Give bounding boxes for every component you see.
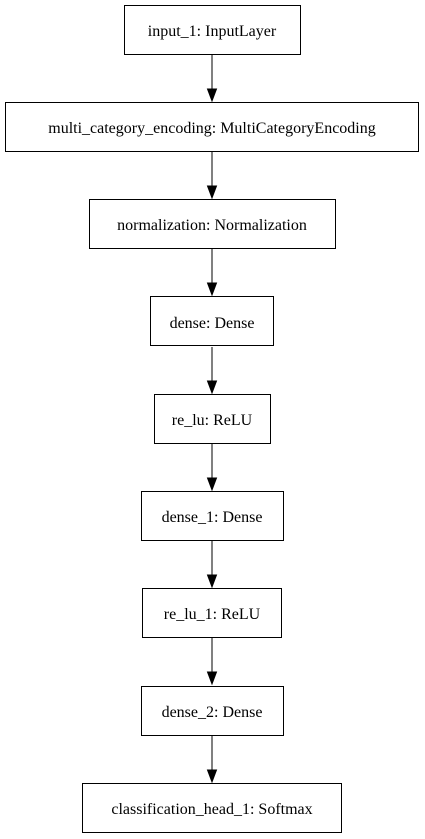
node-re-lu-1: re_lu_1: ReLU bbox=[142, 588, 282, 638]
node-dense-label: dense: Dense bbox=[170, 315, 255, 332]
edge-re-lu-to-dense-1 bbox=[206, 444, 218, 492]
node-normalization: normalization: Normalization bbox=[89, 199, 336, 249]
node-multi-category-encoding-label: multi_category_encoding: MultiCategoryEn… bbox=[48, 120, 375, 137]
edge-multi-category-encoding-to-normalization bbox=[206, 152, 218, 200]
node-dense-1: dense_1: Dense bbox=[141, 491, 284, 541]
edge-dense-2-to-classification-head-1 bbox=[206, 736, 218, 784]
node-dense-1-label: dense_1: Dense bbox=[162, 509, 263, 526]
node-dense-2: dense_2: Dense bbox=[141, 686, 284, 736]
node-input-1-label: input_1: InputLayer bbox=[148, 23, 277, 40]
edge-input-to-multi-category-encoding bbox=[206, 55, 218, 103]
edge-dense-to-re-lu bbox=[206, 347, 218, 395]
edge-dense-1-to-re-lu-1 bbox=[206, 541, 218, 589]
node-classification-head-1: classification_head_1: Softmax bbox=[82, 783, 342, 833]
node-multi-category-encoding: multi_category_encoding: MultiCategoryEn… bbox=[5, 102, 419, 152]
node-re-lu: re_lu: ReLU bbox=[154, 394, 271, 444]
node-normalization-label: normalization: Normalization bbox=[117, 217, 307, 234]
edge-normalization-to-dense bbox=[206, 249, 218, 297]
node-re-lu-1-label: re_lu_1: ReLU bbox=[164, 606, 261, 623]
node-dense-2-label: dense_2: Dense bbox=[162, 704, 263, 721]
node-classification-head-1-label: classification_head_1: Softmax bbox=[111, 801, 312, 818]
edge-re-lu-1-to-dense-2 bbox=[206, 638, 218, 686]
node-re-lu-label: re_lu: ReLU bbox=[172, 412, 253, 429]
node-dense: dense: Dense bbox=[150, 296, 274, 346]
node-input-1: input_1: InputLayer bbox=[124, 5, 301, 55]
